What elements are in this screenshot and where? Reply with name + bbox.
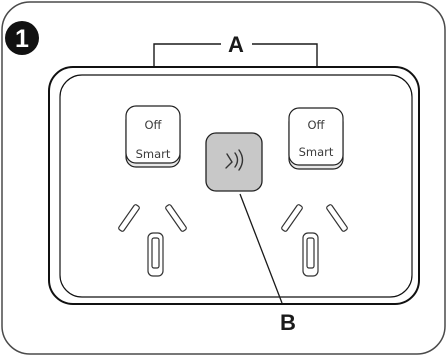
step-number: 1 xyxy=(15,25,29,53)
right-socket xyxy=(281,204,348,277)
callout-b-leader xyxy=(239,193,283,304)
right-switch-off-label: Off xyxy=(308,118,326,132)
wireless-signal-icon xyxy=(225,149,244,171)
right-switch-smart-label: Smart xyxy=(299,145,334,159)
left-switch[interactable]: Off Smart xyxy=(125,105,181,168)
callout-b-label: B xyxy=(280,310,296,335)
left-switch-smart-label: Smart xyxy=(136,147,171,161)
step-badge: 1 xyxy=(5,21,39,55)
left-switch-off-label: Off xyxy=(145,118,163,132)
step-badge-circle xyxy=(5,21,39,55)
right-switch[interactable]: Off Smart xyxy=(288,107,344,170)
center-smart-button[interactable] xyxy=(205,132,263,192)
left-socket xyxy=(118,204,187,277)
callout-a-label: A xyxy=(228,32,244,57)
